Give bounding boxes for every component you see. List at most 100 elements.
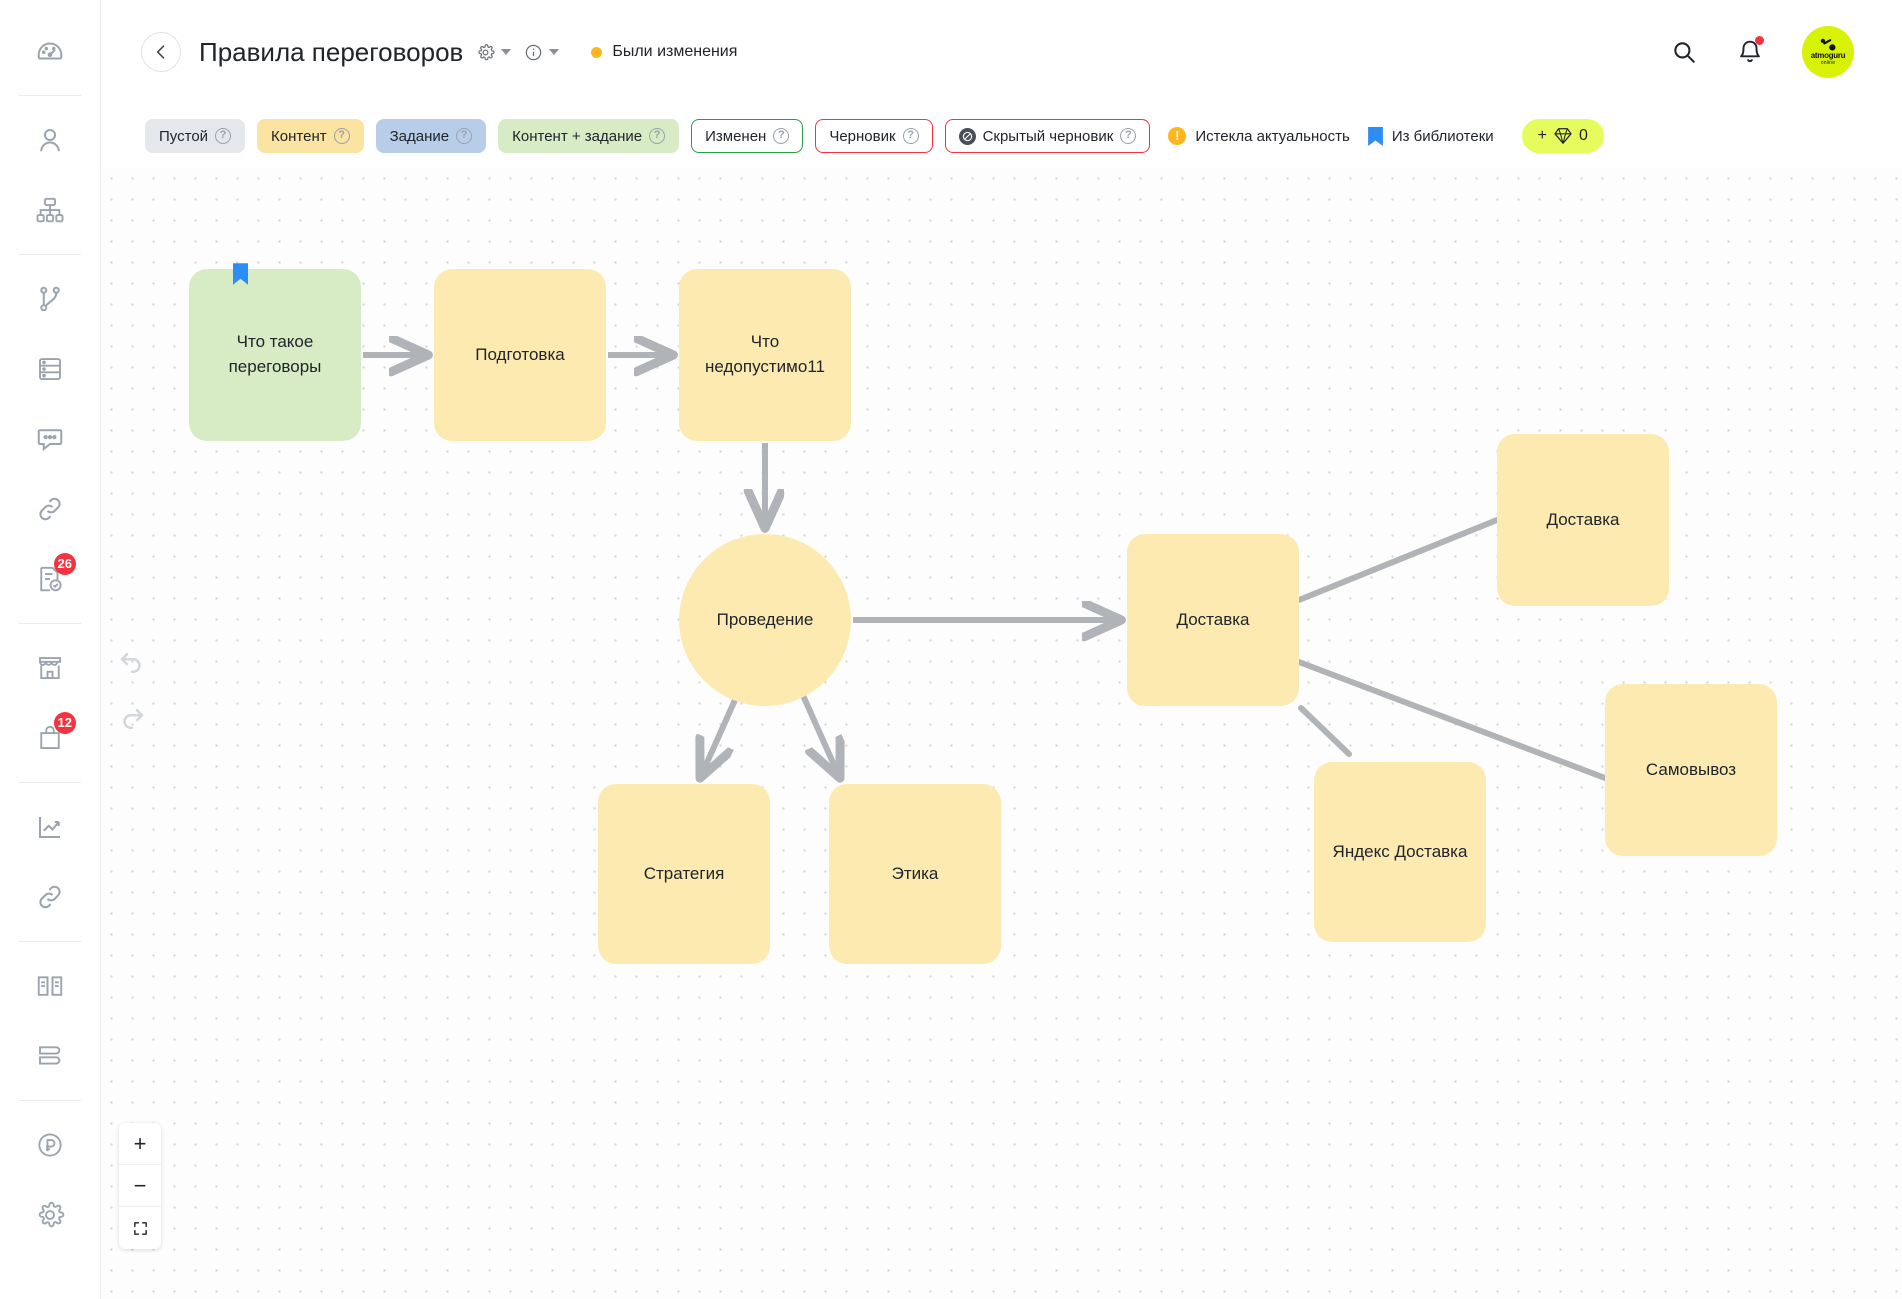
legend-chip-draft[interactable]: Черновик ? xyxy=(815,119,933,153)
sidebar-item-shopping-bag[interactable]: 12 xyxy=(22,710,78,766)
sidebar-item-list-rows[interactable] xyxy=(22,341,78,397)
warning-icon: ! xyxy=(1168,127,1187,145)
arrow-left-icon xyxy=(156,45,165,59)
zoom-out-button[interactable]: − xyxy=(119,1165,161,1207)
legend-chip-task[interactable]: Задание ? xyxy=(375,119,487,153)
avatar[interactable]: atmoguru online xyxy=(1802,26,1854,78)
back-button[interactable] xyxy=(141,32,181,72)
legend-chip-label: Изменен xyxy=(705,127,767,145)
header-actions: atmoguru online xyxy=(1640,26,1902,78)
fit-to-screen-button[interactable] xyxy=(119,1207,161,1249)
dashboard-icon xyxy=(37,42,63,60)
board-info-button[interactable] xyxy=(524,43,560,62)
sidebar-item-branch[interactable] xyxy=(22,271,78,327)
sidebar-item-documents[interactable]: 26 xyxy=(22,551,78,607)
gear-icon xyxy=(38,1201,65,1228)
flow-node[interactable]: Проведение xyxy=(679,534,851,706)
sidebar-item-analytics[interactable] xyxy=(22,799,78,855)
help-icon[interactable]: ? xyxy=(333,128,350,144)
edge-n7-n10 xyxy=(1298,705,1352,757)
user-icon xyxy=(40,129,60,152)
flow-node[interactable]: Этика xyxy=(829,784,1001,964)
sidebar-badge: 26 xyxy=(53,553,76,575)
help-icon[interactable]: ? xyxy=(902,128,919,144)
bookmark-icon xyxy=(1367,126,1383,146)
legend-chip-changed[interactable]: Изменен ? xyxy=(691,119,804,153)
undo-button[interactable] xyxy=(117,648,147,678)
legend-chip-content[interactable]: Контент ? xyxy=(257,119,364,153)
chevron-down-icon xyxy=(549,49,560,55)
edge-n7-n9 xyxy=(1296,659,1608,781)
legend-chip-hidden-draft[interactable]: Скрытый черновик ? xyxy=(944,119,1151,153)
logo-mark-icon xyxy=(1820,38,1836,51)
trending-chart-icon xyxy=(39,817,60,838)
legend-from-library[interactable]: Из библиотеки xyxy=(1367,126,1494,146)
flow-node[interactable]: Яндекс Доставка xyxy=(1314,762,1486,942)
info-icon xyxy=(526,44,542,60)
legend-chip-label: Скрытый черновик xyxy=(982,127,1114,145)
flow-node[interactable]: Доставка xyxy=(1127,534,1299,706)
help-icon[interactable]: ? xyxy=(649,128,666,144)
sidebar-item-link-2[interactable] xyxy=(22,869,78,925)
sidebar-item-billing[interactable] xyxy=(22,1117,78,1173)
flow-node[interactable]: Стратегия xyxy=(598,784,770,964)
avatar-name: atmoguru xyxy=(1810,51,1846,60)
legend-chip-content-task[interactable]: Контент + задание ? xyxy=(498,119,680,153)
legend-library-label: Из библиотеки xyxy=(1391,127,1494,145)
sidebar-item-user[interactable] xyxy=(22,112,78,168)
ruble-coin-icon xyxy=(38,1133,62,1157)
flow-node-label: Этика xyxy=(891,863,939,883)
zoom-controls: + − xyxy=(119,1123,161,1249)
sidebar-item-dashboard[interactable] xyxy=(22,23,78,79)
sidebar-divider xyxy=(19,941,81,942)
help-icon[interactable]: ? xyxy=(456,128,473,144)
flow-node[interactable]: Что недопустимо11 xyxy=(679,269,851,441)
flow-canvas[interactable]: Что такое переговоры Подготовка Что недо… xyxy=(101,168,1902,1299)
sidebar-item-chat[interactable] xyxy=(22,411,78,467)
sidebar-item-link[interactable] xyxy=(22,481,78,537)
help-icon[interactable]: ? xyxy=(215,128,232,144)
legend-chip-label: Контент xyxy=(271,127,327,145)
sidebar-item-knowledge-base[interactable] xyxy=(22,958,78,1014)
legend-expired-label: Истекла актуальность xyxy=(1195,127,1350,145)
sidebar-item-org-chart[interactable] xyxy=(22,182,78,238)
link-icon xyxy=(39,497,61,521)
help-icon[interactable]: ? xyxy=(773,128,790,144)
chevron-down-icon xyxy=(501,49,512,55)
flow-node-label: Доставка xyxy=(1176,609,1250,629)
gem-count-label: 0 xyxy=(1579,127,1588,144)
legend-chip-label: Контент + задание xyxy=(512,127,643,145)
sidebar-divider xyxy=(19,623,81,624)
search-button[interactable] xyxy=(1662,30,1706,74)
redo-button[interactable] xyxy=(117,704,147,734)
branch-icon xyxy=(40,286,60,312)
flow-node[interactable]: Подготовка xyxy=(434,269,606,441)
flow-node[interactable]: Доставка xyxy=(1497,434,1669,606)
legend-expired[interactable]: ! Истекла актуальность xyxy=(1168,127,1350,145)
zoom-in-button[interactable]: + xyxy=(119,1123,161,1165)
org-chart-icon xyxy=(36,197,64,223)
redo-icon xyxy=(123,709,144,729)
board-settings-button[interactable] xyxy=(476,43,512,62)
flow-node[interactable]: Самовывоз xyxy=(1605,684,1777,856)
status-badge: Были изменения xyxy=(591,43,737,61)
help-icon[interactable]: ? xyxy=(1120,128,1137,144)
fit-screen-icon xyxy=(133,1221,147,1235)
bookmark-icon xyxy=(233,263,248,285)
gem-counter-button[interactable]: + 0 xyxy=(1521,119,1604,153)
edge-n7-n8 xyxy=(1296,517,1500,603)
flow-edges xyxy=(363,168,1608,1299)
notifications-button[interactable] xyxy=(1728,30,1772,74)
sidebar-divider xyxy=(19,254,81,255)
status-dot-icon xyxy=(591,46,603,58)
flow-node-label: Что такое переговоры xyxy=(228,332,322,376)
legend-chip-empty[interactable]: Пустой ? xyxy=(145,119,246,153)
sidebar-item-library[interactable] xyxy=(22,1028,78,1084)
sidebar-item-settings[interactable] xyxy=(22,1187,78,1243)
sidebar-item-store[interactable] xyxy=(22,640,78,696)
flow-node-label: Стратегия xyxy=(643,863,725,883)
flow-node[interactable]: Что такое переговоры xyxy=(189,263,361,441)
hidden-draft-icon xyxy=(958,127,976,145)
avatar-status: online xyxy=(1820,60,1836,66)
